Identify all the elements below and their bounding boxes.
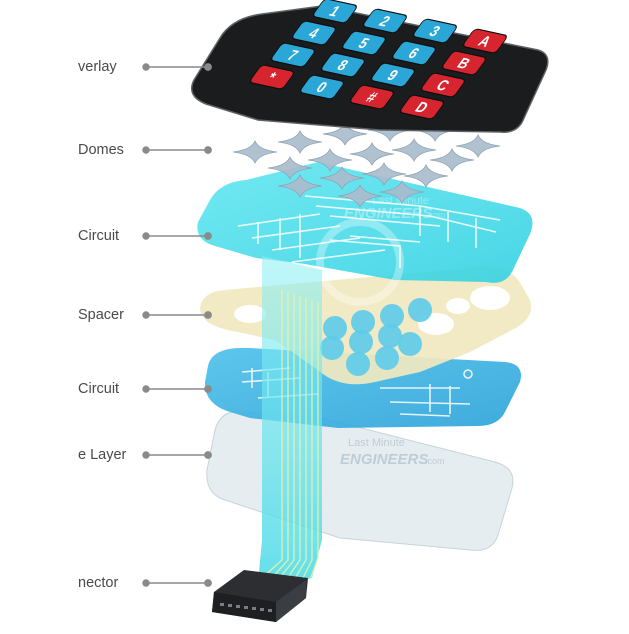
key-hash[interactable]: # [349,84,395,110]
tactile-dome-array [232,118,501,208]
key-5[interactable]: 5 [341,30,387,56]
key-9[interactable]: 9 [370,62,416,88]
keypad-overlay [191,5,549,133]
key-c[interactable]: C [420,72,466,98]
label-spacer: Spacer [78,307,124,323]
key-a[interactable]: A [462,28,508,54]
key-6[interactable]: 6 [391,40,437,66]
rear-adhesive-layer [206,410,514,551]
key-8[interactable]: 8 [320,52,366,78]
spacer-dome-windows [320,298,432,376]
dome-6 [455,134,501,158]
dome-16 [337,184,383,208]
top-circuit-traces [237,195,501,268]
dome-3 [322,122,368,146]
dome-15 [403,164,449,188]
connector-housing [212,570,308,622]
key-4[interactable]: 4 [291,20,337,46]
label-bottom-circuit: Circuit [78,381,120,397]
center-logo-mark [316,218,404,306]
dome-14 [361,162,407,186]
dome-2 [277,130,323,154]
dome-13 [319,166,365,190]
key-b[interactable]: B [441,50,487,76]
dome-8 [307,148,353,172]
label-rear-layer: e Layer [78,447,127,463]
key-1[interactable]: 1 [312,0,358,24]
leader-lines [142,63,212,587]
watermark-line2: ENGINEERS [340,451,428,468]
label-overlay: verlay [78,59,117,75]
key-7[interactable]: 7 [270,42,316,68]
label-connector: nector [78,575,119,591]
top-watermark-suffix: .com [426,210,446,220]
label-top-circuit: Circuit [78,228,120,244]
watermark-suffix: .com [425,456,445,466]
dome-11 [429,148,475,172]
dome-9 [349,142,395,166]
key-star[interactable]: * [249,64,295,90]
key-3[interactable]: 3 [412,18,458,44]
key-0[interactable]: 0 [299,74,345,100]
dome-1 [232,140,278,164]
dome-7 [267,156,313,180]
label-domes: Domes [78,142,124,158]
dome-10 [391,138,437,162]
top-watermark-line2: ENGINEERS [344,205,432,222]
key-2[interactable]: 2 [362,8,408,34]
dome-17 [379,180,425,204]
rear-watermark: Last Minute ENGINEERS .com [340,437,445,468]
tail-traces [261,290,319,581]
key-d[interactable]: D [399,94,445,120]
dome-12 [277,174,323,198]
top-circuit-layer [197,162,533,283]
watermark-line1: Last Minute [348,437,405,449]
